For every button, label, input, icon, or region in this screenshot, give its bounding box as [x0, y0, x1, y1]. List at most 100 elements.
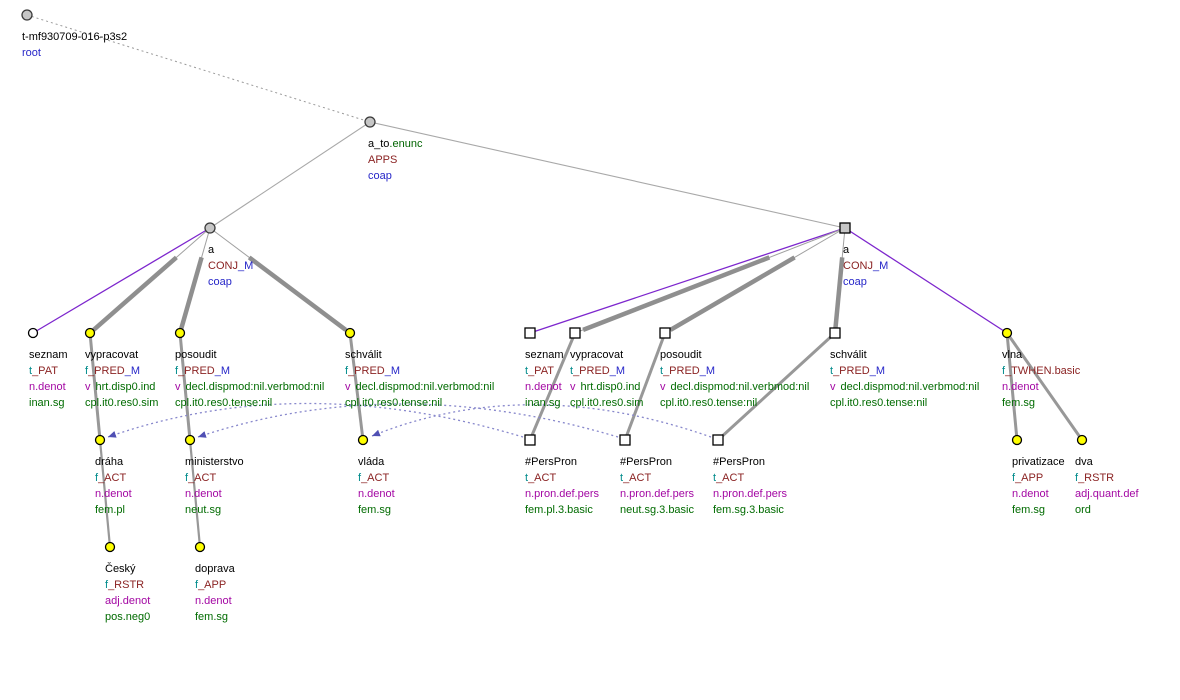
- edge-vlna-dva: [1005, 332, 1084, 441]
- node-gram: fem.sg: [358, 504, 392, 516]
- node-cesky[interactable]: [104, 541, 116, 553]
- node-sempos: v: [660, 381, 666, 393]
- edge-schvalit-perspron3: [716, 331, 837, 442]
- node-gram: inan.sg: [525, 397, 561, 409]
- node-gram: cpl.it0.res0.tense:nil: [345, 397, 443, 409]
- node-functor-prefix: f: [175, 365, 179, 377]
- node-word: dva: [1075, 456, 1093, 468]
- node-sempos: n.denot: [1012, 488, 1049, 500]
- node-functor-prefix: t: [570, 365, 574, 377]
- node-conj-right[interactable]: [839, 222, 851, 234]
- node-gram: cpl.it0.res0.sim: [570, 397, 644, 409]
- node-gram: fem.pl: [95, 504, 125, 516]
- edge-conj-right-seznam: [529, 227, 846, 334]
- node-word: vypracovat: [85, 349, 139, 361]
- node-functor-prefix: f: [1075, 472, 1079, 484]
- edge-conj-right-vypracovat-thick: [582, 255, 771, 332]
- node-functor-prefix: f: [1012, 472, 1016, 484]
- node-aux: coap: [843, 276, 867, 288]
- node-ministerstvo[interactable]: [184, 434, 196, 446]
- node-draha[interactable]: [94, 434, 106, 446]
- node-gram-inline: decl.dispmod:nil.verbmod:nil: [185, 381, 325, 393]
- node-functor-prefix: f: [185, 472, 189, 484]
- node-conj-left[interactable]: [204, 222, 216, 234]
- node-privatizace[interactable]: [1011, 434, 1023, 446]
- node-gram-inline: decl.dispmod:nil.verbmod:nil: [355, 381, 495, 393]
- node-sempos: n.pron.def.pers: [620, 488, 694, 500]
- node-functor-prefix: t: [525, 472, 529, 484]
- node-functor: _PRED: [833, 365, 870, 377]
- node-word: schválit: [345, 349, 382, 361]
- node-gram-inline: decl.dispmod:nil.verbmod:nil: [670, 381, 810, 393]
- node-word: schválit: [830, 349, 867, 361]
- edge-posoudit-ministerstvo: [178, 332, 192, 441]
- edge-schvalit-vlada: [348, 332, 365, 441]
- node-functor: _PRED: [178, 365, 215, 377]
- node-functor-prefix: t: [620, 472, 624, 484]
- node-word: vlna: [1002, 349, 1023, 361]
- label-perspron1: #PersPron t_ACT n.pron.def.pers fem.pl.3…: [525, 454, 599, 518]
- node-perspron3[interactable]: [712, 434, 724, 446]
- node-perspron2[interactable]: [619, 434, 631, 446]
- node-functor: _PRED: [573, 365, 610, 377]
- node-word: #PersPron: [525, 456, 577, 468]
- node-functor-prefix: f: [345, 365, 349, 377]
- node-functor-prefix: f: [358, 472, 362, 484]
- node-sempos: n.pron.def.pers: [713, 488, 787, 500]
- node-root[interactable]: [21, 9, 33, 21]
- node-seznam-left[interactable]: [27, 327, 39, 339]
- label-cesky: Český f_RSTR adj.denot pos.neg0: [105, 561, 150, 625]
- node-posoudit-right[interactable]: [659, 327, 671, 339]
- node-aux: root: [22, 47, 41, 59]
- node-gram: ord: [1075, 504, 1091, 516]
- node-word: vláda: [358, 456, 385, 468]
- node-vlada[interactable]: [357, 434, 369, 446]
- node-functor-prefix: t: [830, 365, 834, 377]
- label-conj-right: a CONJ_M coap: [843, 242, 888, 290]
- node-functor: _ACT: [623, 472, 652, 484]
- coref-arc-perspron1-draha: [107, 402, 524, 438]
- node-sempos: n.denot: [95, 488, 132, 500]
- node-doprava[interactable]: [194, 541, 206, 553]
- node-gram: pos.neg0: [105, 611, 151, 623]
- node-schvalit-right[interactable]: [829, 327, 841, 339]
- node-vypracovat-right[interactable]: [569, 327, 581, 339]
- node-functor: _ACT: [98, 472, 127, 484]
- node-a_to[interactable]: [364, 116, 376, 128]
- node-gram-inline: hrt.disp0.ind: [95, 381, 156, 393]
- label-perspron3: #PersPron t_ACT n.pron.def.pers fem.sg.3…: [713, 454, 787, 518]
- edge-vypracovat-draha: [88, 332, 102, 441]
- node-functor-suffix: _M: [872, 260, 889, 272]
- node-vypracovat-left[interactable]: [84, 327, 96, 339]
- node-functor-prefix: f: [1002, 365, 1006, 377]
- node-word: a: [208, 244, 215, 256]
- node-seznam-right[interactable]: [524, 327, 536, 339]
- node-sempos: v: [570, 381, 576, 393]
- node-gram: neut.sg.3.basic: [620, 504, 694, 516]
- edge-posoudit-perspron2: [623, 332, 667, 441]
- node-sempos: v: [175, 381, 181, 393]
- label-root: t-mf930709-016-p3s2 root: [22, 29, 127, 61]
- node-posoudit-left[interactable]: [174, 327, 186, 339]
- edge-conj-left-schvalit-thick: [247, 255, 348, 332]
- node-dva[interactable]: [1076, 434, 1088, 446]
- coref-arc-perspron2-ministerstvo: [197, 403, 619, 438]
- node-gram: cpl.it0.res0.tense:nil: [660, 397, 758, 409]
- edge-vypracovat-perspron1: [528, 332, 577, 441]
- node-perspron1[interactable]: [524, 434, 536, 446]
- node-sempos: n.denot: [358, 488, 395, 500]
- node-sempos: n.denot: [525, 381, 562, 393]
- node-functor-suffix: _M: [384, 365, 401, 377]
- node-functor-prefix: t: [29, 365, 33, 377]
- node-schvalit-left[interactable]: [344, 327, 356, 339]
- label-conj-left: a CONJ_M coap: [208, 242, 253, 290]
- node-gram-inline: hrt.disp0.ind: [580, 381, 641, 393]
- node-gram: fem.pl.3.basic: [525, 504, 593, 516]
- label-a_to: a_to.enunc APPS coap: [368, 136, 422, 184]
- label-draha: dráha f_ACT n.denot fem.pl: [95, 454, 132, 518]
- node-functor-suffix: _M: [869, 365, 886, 377]
- node-functor: APPS: [368, 154, 398, 166]
- node-vlna[interactable]: [1001, 327, 1013, 339]
